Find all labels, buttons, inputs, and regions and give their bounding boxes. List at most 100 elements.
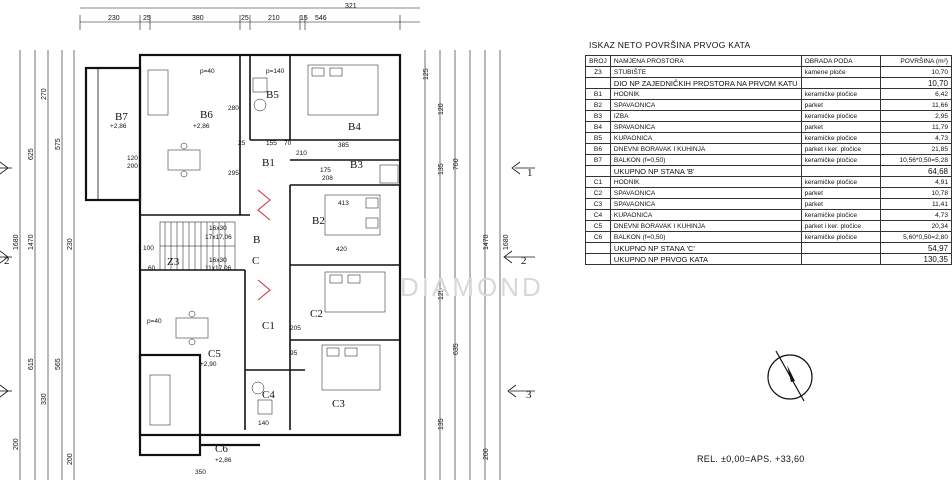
table-cell: DNEVNI BORAVAK I KUHINJA [609, 220, 802, 232]
table-cell: DIO NP ZAJEDNIČKIH PROSTORA NA PRVOM KAT… [609, 77, 802, 89]
dim-inner-17: 175 [320, 167, 331, 174]
dim-right-9: 135 [438, 418, 445, 430]
dim-left-8: 565 [55, 358, 62, 370]
dim-top-5: 210 [268, 15, 280, 22]
table-cell: UKUPNO NP STANA 'B' [609, 165, 802, 177]
room-label-b4: B4 [348, 121, 361, 133]
table-cell: SPAVAONICA [609, 187, 802, 199]
table-cell: STUBIŠTE [609, 66, 802, 78]
section-marks [0, 161, 535, 398]
table-cell: parket [800, 198, 882, 210]
balcony-b7-railing [85, 67, 99, 201]
dim-right-1: 125 [423, 68, 430, 80]
table-cell: 2,95 [880, 110, 952, 122]
table-cell: keramičke pločice [800, 88, 882, 100]
dim-inner-19: 60 [148, 265, 156, 272]
table-cell: 10,78 [880, 187, 952, 199]
dim-inner-24: p=40 [147, 318, 162, 325]
table-cell: C4 [585, 209, 611, 221]
dim-left-6: 230 [67, 238, 74, 250]
table-cell: 6,42 [880, 88, 952, 100]
table-cell: UKUPNO NP STANA 'C' [609, 242, 802, 254]
table-cell: HODNIK [609, 176, 802, 188]
table-cell: 10,70 [880, 77, 952, 89]
room-label-c2: C2 [310, 308, 323, 320]
table-cell: 4,73 [880, 132, 952, 144]
table-cell: parket [800, 187, 882, 199]
table-cell: 10,70 [880, 66, 952, 78]
table-cell: Z3 [585, 66, 611, 78]
left-dimension-lines [19, 50, 75, 480]
room-label-b6: B6 [200, 109, 213, 121]
top-dimension-lines [79, 7, 420, 30]
dim-top-1: 230 [108, 15, 120, 22]
table-cell: keramičke pločice [800, 231, 882, 243]
table-cell: 64,68 [880, 165, 952, 177]
floor-plan: 230 25 380 25 210 15 321 546 625 575 270… [0, 3, 535, 480]
dim-inner-23: 350 [195, 469, 206, 476]
room-label-c4: C4 [262, 389, 275, 401]
section-mark-2-right: 2 [521, 255, 527, 267]
table-cell: B2 [585, 99, 611, 111]
dim-right-10: 200 [483, 448, 490, 460]
dim-inner-8: 385 [338, 142, 349, 149]
table-cell: 4,91 [880, 176, 952, 188]
dim-left-1: 625 [28, 148, 35, 160]
dim-left-7: 615 [28, 358, 35, 370]
room-label-c3: C3 [332, 398, 345, 410]
table-cell: 5,60*0,50=2,80 [880, 231, 952, 243]
stair-label-1: 16x30 [209, 225, 227, 232]
dim-left-2: 575 [55, 138, 62, 150]
table-cell: C2 [585, 187, 611, 199]
entrance-label-b: B [253, 234, 260, 246]
rel-note: REL. ±0,00=APS. +33,60 [697, 454, 805, 464]
table-cell [585, 77, 611, 89]
table-cell: BALKON (f=0,50) [609, 231, 802, 243]
table-cell [585, 165, 611, 177]
dim-inner-20: 208 [322, 175, 333, 182]
room-label-c1: C1 [262, 320, 275, 332]
table-header-cell: NAMJENA PROSTORA [609, 55, 802, 67]
dim-right-3: 135 [438, 163, 445, 175]
table-cell: parket i ker. pločice [800, 220, 882, 232]
dim-inner-2: p=140 [266, 68, 285, 75]
table-cell: SPAVAONICA [609, 121, 802, 133]
table-row: UKUPNO NP STANA 'B' 64,68 [585, 165, 952, 177]
dim-inner-7: 295 [228, 170, 239, 177]
dim-inner-16: 95 [290, 350, 298, 357]
table-cell: C3 [585, 198, 611, 210]
table-title: ISKAZ NETO POVRŠINA PRVOG KATA [589, 40, 751, 50]
table-cell: DNEVNI BORAVAK I KUHINJA [609, 143, 802, 155]
table-cell: keramičke pločice [800, 110, 882, 122]
entrance-label-c: C [252, 255, 259, 267]
watermark: DIAMOND [400, 272, 544, 302]
stair-label-4: 11x17,06 [205, 265, 232, 272]
table-header-cell: BROJ [585, 55, 611, 67]
table-cell [800, 77, 882, 89]
table-cell: C6 [585, 231, 611, 243]
dim-left-5: 1470 [28, 234, 35, 250]
dim-right-5: 1470 [483, 234, 490, 250]
table-cell: BALKON (f=0,50) [609, 154, 802, 166]
table-cell: parket [800, 121, 882, 133]
dim-inner-6: 25 [238, 140, 246, 147]
section-mark-1-right: 1 [527, 167, 533, 179]
dim-inner-4: 155 [266, 140, 277, 147]
dim-inner-22: 140 [258, 420, 269, 427]
table-cell: 11,41 [880, 198, 952, 210]
level-b7: +2,86 [110, 123, 127, 130]
table-cell [585, 253, 611, 265]
dim-left-9: 330 [41, 393, 48, 405]
table-cell [800, 242, 882, 254]
dim-top-2: 25 [143, 15, 151, 22]
dim-top-3: 380 [192, 15, 204, 22]
table-cell [585, 242, 611, 254]
table-cell: keramičke pločice [800, 132, 882, 144]
